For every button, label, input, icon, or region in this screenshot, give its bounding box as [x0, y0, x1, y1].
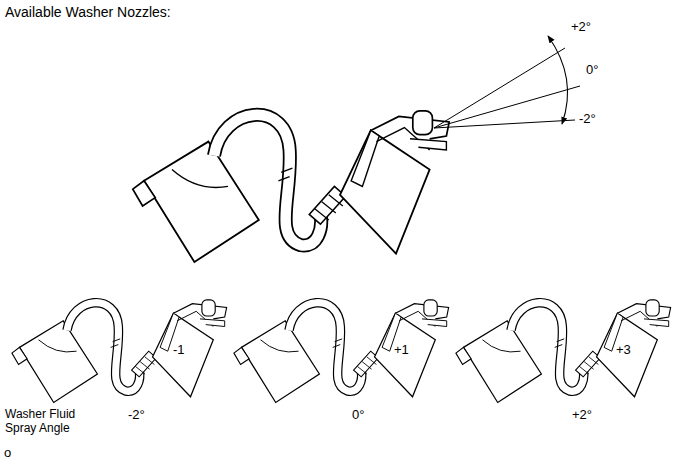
angle-label: +2°	[571, 20, 591, 35]
angle-value: 0°	[352, 408, 364, 423]
row-caption: Washer Fluid Spray Angle	[5, 408, 105, 436]
nozzle-marking: -1	[172, 343, 186, 358]
nozzle-marking: +3	[615, 343, 632, 358]
diagram-title: Available Washer Nozzles:	[5, 4, 171, 20]
angle-value: -2°	[128, 408, 145, 423]
angle-label: 0°	[586, 63, 598, 78]
stray-mark: o	[4, 446, 11, 461]
nozzle-marking: +1	[393, 343, 410, 358]
angle-value: +2°	[572, 408, 592, 423]
angle-label: -2°	[579, 112, 596, 127]
